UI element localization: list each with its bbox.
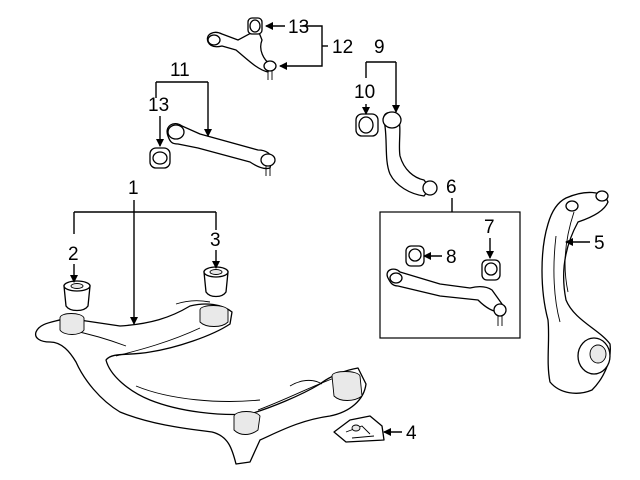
mount-bushing-2 bbox=[63, 280, 91, 312]
callout-labels: 13 12 11 13 9 10 6 7 8 5 1 2 3 4 bbox=[68, 17, 605, 444]
parts-box-6 bbox=[379, 211, 521, 339]
mount-bushing-3 bbox=[203, 266, 229, 298]
upper-control-arm-12 bbox=[206, 17, 277, 80]
bracket-4 bbox=[333, 415, 385, 443]
callout-5: 5 bbox=[594, 233, 605, 254]
callout-6: 6 bbox=[446, 177, 457, 198]
control-arm-11 bbox=[149, 122, 276, 176]
callout-10: 10 bbox=[354, 82, 375, 103]
callout-1: 1 bbox=[128, 178, 139, 199]
callout-13-left: 13 bbox=[148, 95, 169, 116]
callout-7: 7 bbox=[484, 217, 495, 238]
callout-9: 9 bbox=[374, 37, 385, 58]
callout-2: 2 bbox=[68, 244, 79, 265]
control-arm-9 bbox=[355, 111, 438, 197]
leader-lines bbox=[70, 22, 590, 436]
subframe-1 bbox=[34, 300, 367, 465]
steering-knuckle-5 bbox=[541, 190, 611, 394]
callout-3: 3 bbox=[210, 230, 221, 251]
callout-11: 11 bbox=[170, 60, 190, 81]
callout-12: 12 bbox=[332, 37, 353, 58]
callout-13-top: 13 bbox=[288, 17, 309, 38]
callout-8: 8 bbox=[446, 247, 457, 268]
callout-4: 4 bbox=[406, 423, 417, 444]
